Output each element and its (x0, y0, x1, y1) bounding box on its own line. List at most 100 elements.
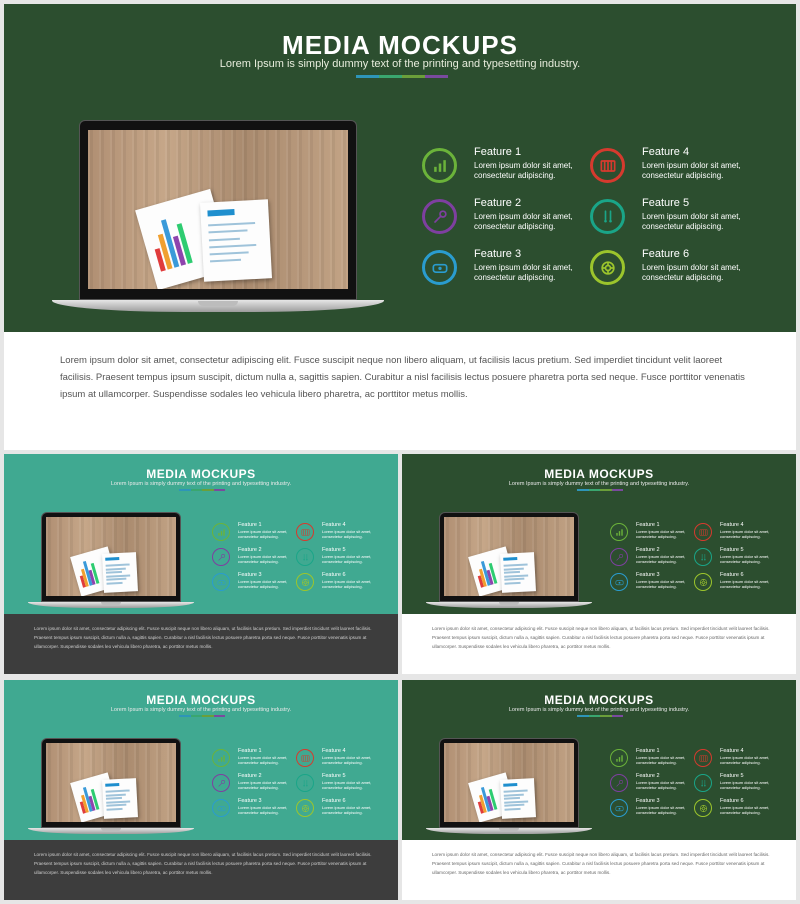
feature-description: Lorem ipsum dolor sit amet, consectetur … (238, 805, 288, 815)
thermometer-icon (302, 553, 308, 561)
feature-title: Feature 2 (238, 773, 262, 779)
laptop-base (28, 602, 194, 608)
feature-title: Feature 3 (636, 798, 660, 804)
eye-icon (217, 805, 225, 811)
thermometer-icon (700, 553, 706, 561)
laptop-screen (41, 512, 181, 603)
bar-chart-icon (217, 528, 225, 536)
feature-description: Lorem ipsum dolor sit amet, consectetur … (322, 579, 372, 589)
bar-chart-icon (615, 528, 623, 536)
title-accent-line (179, 715, 225, 717)
feature-icon-circle (296, 548, 314, 566)
feature-title: Feature 6 (322, 798, 346, 804)
feature-icon-circle (610, 799, 628, 817)
feature-icon-circle (422, 250, 457, 285)
report-document-image (102, 777, 138, 819)
body-paragraph: Lorem ipsum dolor sit amet, consectetur … (432, 852, 770, 875)
feature-icon-circle (610, 523, 628, 541)
feature-icon-circle (610, 573, 628, 591)
feature-description: Lorem ipsum dolor sit amet, consectetur … (636, 579, 686, 589)
slide-title: MEDIA MOCKUPS (146, 467, 256, 481)
feature-description: Lorem ipsum dolor sit amet, consectetur … (322, 755, 372, 765)
laptop-base (28, 828, 194, 834)
feature-title: Feature 5 (720, 547, 744, 553)
feature-description: Lorem ipsum dolor sit amet, consectetur … (238, 529, 288, 539)
feature-item-3: Feature 3 Lorem ipsum dolor sit amet, con… (422, 248, 592, 292)
wrench-icon (217, 779, 225, 787)
body-paragraph: Lorem ipsum dolor sit amet, consectetur … (60, 355, 745, 400)
feature-icon-circle (610, 774, 628, 792)
wrench-icon (615, 779, 623, 787)
slide-body-panel: Lorem ipsum dolor sit amet, consectetur … (4, 840, 398, 900)
slide-title: MEDIA MOCKUPS (146, 693, 256, 707)
feature-description: Lorem ipsum dolor sit amet, consectetur … (474, 212, 573, 231)
wood-desk-image (444, 517, 574, 596)
wrench-icon (433, 209, 447, 223)
body-paragraph: Lorem ipsum dolor sit amet, consectetur … (34, 852, 372, 875)
feature-icon-circle (590, 199, 625, 234)
feature-title: Feature 4 (720, 522, 744, 528)
feature-icon-circle (694, 799, 712, 817)
feature-description: Lorem ipsum dolor sit amet, consectetur … (636, 554, 686, 564)
feature-title: Feature 4 (720, 748, 744, 754)
wood-desk-image (46, 743, 176, 822)
title-accent-line (356, 75, 448, 78)
feature-icon-circle (694, 774, 712, 792)
laptop-base (426, 828, 592, 834)
money-icon (301, 754, 309, 762)
feature-title: Feature 4 (322, 748, 346, 754)
feature-title: Feature 5 (322, 547, 346, 553)
feature-title: Feature 6 (720, 798, 744, 804)
bar-chart-icon (217, 754, 225, 762)
feature-description: Lorem ipsum dolor sit amet, consectetur … (474, 263, 573, 282)
feature-description: Lorem ipsum dolor sit amet, consectetur … (720, 805, 770, 815)
report-document-image (200, 199, 273, 283)
feature-title: Feature 3 (238, 572, 262, 578)
report-document-image (500, 777, 536, 819)
feature-title: Feature 3 (474, 248, 522, 260)
feature-description: Lorem ipsum dolor sit amet, consectetur … (636, 805, 686, 815)
wood-desk-image (87, 129, 349, 289)
feature-description: Lorem ipsum dolor sit amet, consectetur … (474, 161, 573, 180)
slide-subtitle: Lorem Ipsum is simply dummy text of the … (110, 481, 292, 487)
laptop-base (426, 602, 592, 608)
title-accent-line (179, 489, 225, 491)
lifebuoy-icon (600, 260, 615, 275)
slide-body-panel: Lorem ipsum dolor sit amet, consectetur … (402, 840, 796, 900)
feature-icon-circle (296, 573, 314, 591)
laptop-mockup (28, 738, 194, 834)
feature-icon-circle (212, 749, 230, 767)
feature-icon-circle (590, 250, 625, 285)
feature-title: Feature 1 (238, 522, 262, 528)
feature-description: Lorem ipsum dolor sit amet, consectetur … (322, 780, 372, 790)
feature-icon-circle (590, 148, 625, 183)
feature-icon-circle (212, 548, 230, 566)
feature-title: Feature 1 (474, 146, 522, 158)
feature-title: Feature 1 (636, 522, 660, 528)
feature-icon-circle (422, 148, 457, 183)
feature-icon-circle (610, 548, 628, 566)
feature-icon-circle (296, 523, 314, 541)
feature-icon-circle (212, 523, 230, 541)
laptop-mockup (52, 120, 384, 312)
feature-title: Feature 6 (322, 572, 346, 578)
feature-description: Lorem ipsum dolor sit amet, consectetur … (642, 263, 741, 282)
laptop-mockup (426, 512, 592, 608)
